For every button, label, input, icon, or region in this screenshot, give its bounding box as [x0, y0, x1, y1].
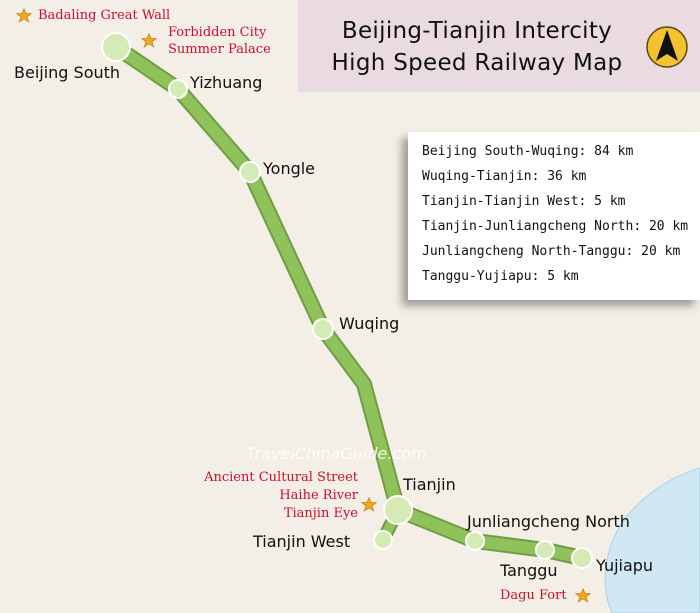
distance-row: Tanggu-Yujiapu: 5 km: [422, 269, 579, 284]
station-label-yujiapu: Yujiapu: [596, 556, 654, 575]
distance-row: Wuqing-Tianjin: 36 km: [422, 169, 587, 184]
attraction-forbidden-city: Forbidden City: [168, 25, 267, 40]
station-yujiapu: [571, 547, 593, 569]
station-tanggu: [535, 540, 555, 560]
north-arrow-icon: [646, 26, 688, 68]
station-label-junliangcheng-north: Junliangcheng North: [467, 512, 630, 531]
star-icon: [574, 587, 592, 603]
station-beijing-south: [101, 32, 131, 62]
station-label-beijing-south: Beijing South: [14, 63, 121, 82]
station-label-tianjin-west: Tianjin West: [253, 532, 351, 551]
station-yizhuang: [168, 79, 188, 99]
attraction-summer-palace: Summer Palace: [168, 42, 271, 57]
distance-row: Tianjin-Tianjin West: 5 km: [422, 194, 626, 209]
station-label-tanggu: Tanggu: [500, 561, 558, 580]
star-icon: [15, 7, 33, 23]
distance-row: Junliangcheng North-Tanggu: 20 km: [422, 244, 681, 259]
station-yongle: [239, 161, 261, 183]
title-panel: [298, 0, 700, 92]
attraction-haihe-river: Haihe River: [279, 488, 358, 503]
star-icon: [140, 32, 158, 48]
station-label-yongle: Yongle: [263, 159, 316, 178]
station-label-tianjin: Tianjin: [403, 475, 456, 494]
station-tianjin: [383, 495, 413, 525]
map-title-line-1: Beijing-Tianjin Intercity: [341, 18, 613, 44]
attraction-badaling-great-wall: Badaling Great Wall: [38, 8, 171, 23]
map-title-line-2: High Speed Railway Map: [331, 50, 623, 76]
attraction-ancient-cultural-street: Ancient Cultural Street: [204, 470, 358, 485]
attraction-dagu-fort: Dagu Fort: [500, 588, 567, 603]
bohai-sea: [604, 467, 700, 613]
distance-row: Beijing South-Wuqing: 84 km: [422, 144, 634, 159]
watermark: TravelChinaGuide.com: [246, 444, 427, 463]
station-label-wuqing: Wuqing: [339, 314, 400, 333]
station-tianjin-west: [373, 530, 393, 550]
station-label-yizhuang: Yizhuang: [190, 73, 263, 92]
distance-row: Tianjin-Junliangcheng North: 20 km: [422, 219, 689, 234]
distance-legend: Beijing South-Wuqing: 84 km Wuqing-Tianj…: [408, 132, 700, 300]
attraction-tianjin-eye: Tianjin Eye: [283, 506, 358, 521]
station-wuqing: [312, 318, 334, 340]
star-icon: [360, 496, 378, 512]
station-junliangcheng-north: [465, 531, 485, 551]
